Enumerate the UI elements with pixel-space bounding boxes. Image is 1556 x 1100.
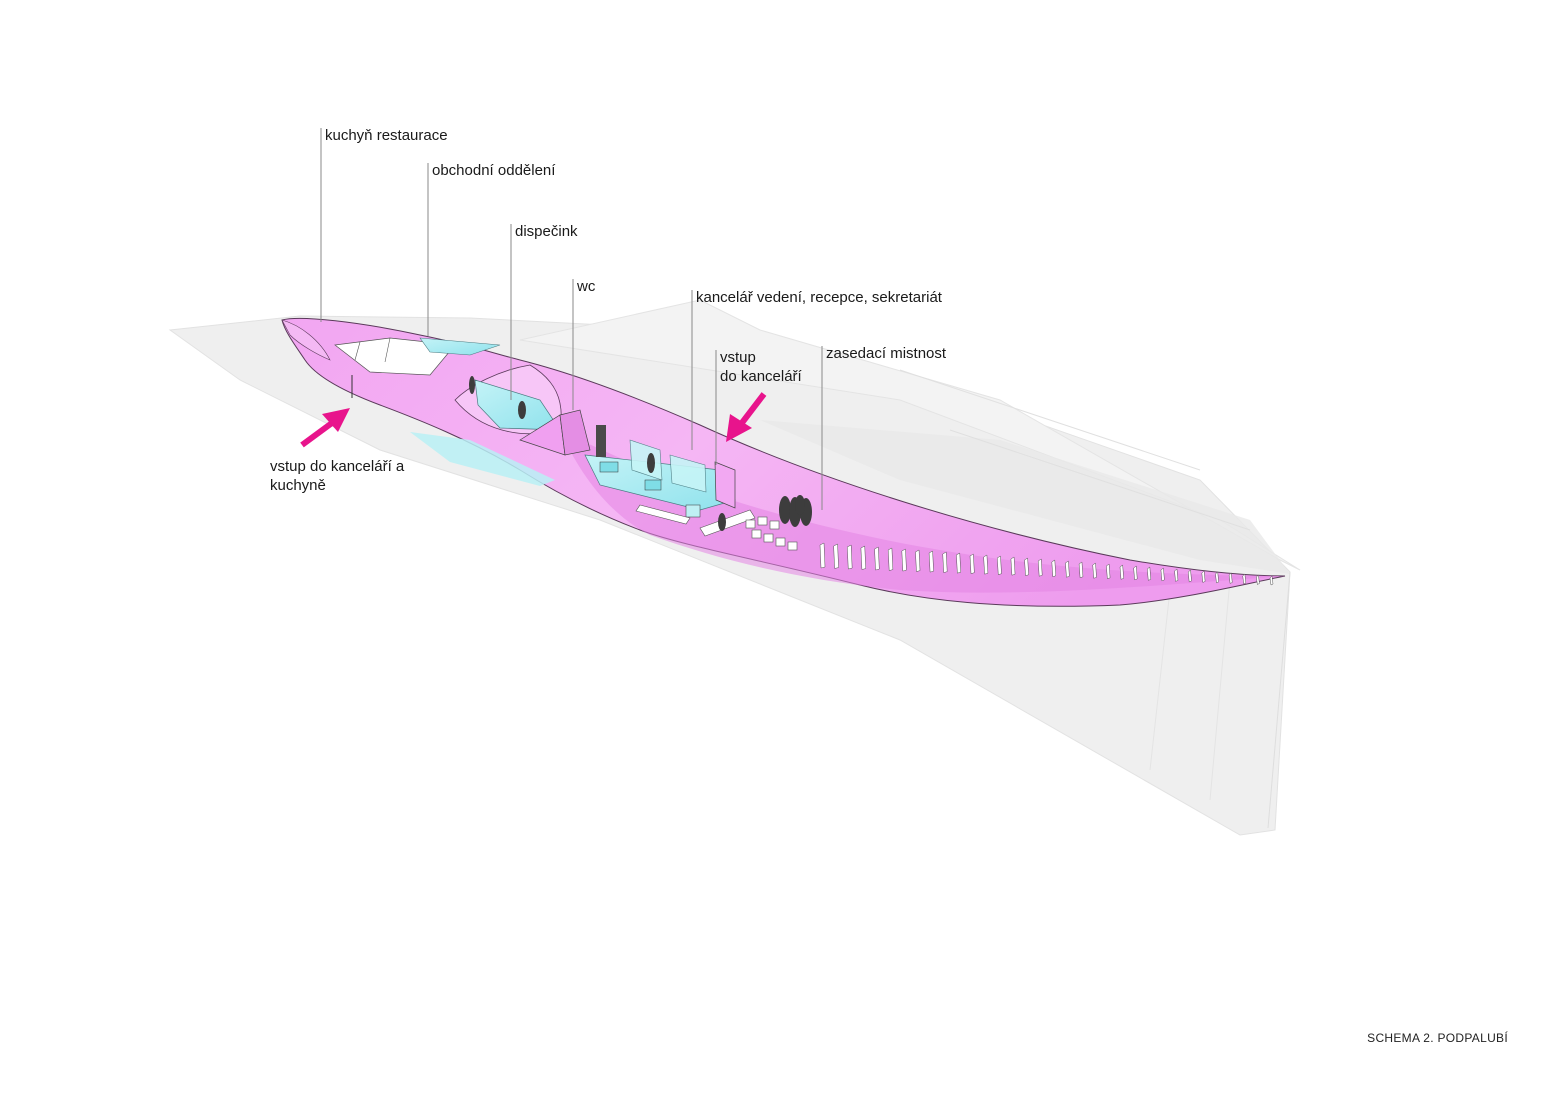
hull-rib (1242, 573, 1247, 585)
hull-rib (969, 553, 975, 574)
arrow-kitchen-entry (300, 408, 350, 448)
hull-rib (887, 547, 894, 571)
hull-ribs (819, 542, 1274, 586)
meeting-chairs (745, 516, 798, 551)
hull-rib (928, 550, 934, 573)
label-management: kancelář vedení, recepce, sekretariát (696, 289, 942, 306)
label-kitchen-entry: vstup do kanceláří a kuchyně (270, 457, 404, 495)
hull-rib (1187, 569, 1192, 583)
schema-caption: SCHEMA 2. PODPALUBÍ (1367, 1031, 1508, 1045)
label-kitchen: kuchyň restaurace (325, 127, 448, 144)
hull-rib (874, 546, 880, 571)
hull-rib (1078, 561, 1084, 579)
hull-rib (1133, 565, 1138, 581)
hull-rib (983, 554, 989, 575)
hull-rib (1147, 566, 1152, 581)
kitchen-rooms (334, 337, 456, 398)
hull-rib (915, 549, 921, 572)
hull-rib (1092, 562, 1097, 579)
furniture (599, 461, 756, 537)
hull-rib (1174, 568, 1179, 582)
hull-rib (1228, 572, 1233, 584)
hull-rib (1065, 560, 1070, 578)
hull-rib (1106, 563, 1111, 580)
label-office-entry: vstup do kanceláří (720, 348, 802, 386)
label-office-entry-line2: do kanceláří (720, 368, 802, 385)
label-meeting-room: zasedací mistnost (826, 345, 947, 362)
hull-rib (901, 548, 907, 572)
hull-rib (1024, 557, 1029, 577)
hull-rib (1010, 556, 1016, 576)
hull-rib (833, 543, 839, 569)
hull-rib (997, 555, 1002, 576)
entrance-arrows (300, 392, 767, 448)
label-dispatch: dispečink (515, 223, 578, 240)
hull-rib (1269, 575, 1274, 586)
label-sales: obchodní oddělení (432, 162, 556, 179)
hull-rib (1037, 558, 1043, 577)
hull-rib (1215, 571, 1219, 584)
label-wc: wc (577, 278, 596, 295)
hull-rib (860, 545, 866, 570)
leader-lines (320, 128, 823, 510)
hull-rib (1119, 564, 1124, 580)
hull-rib (847, 544, 853, 570)
hull-rib (942, 551, 948, 573)
hull-rib (1256, 574, 1260, 585)
label-office-entry-line1: vstup (720, 349, 756, 366)
hull-rib (1160, 567, 1165, 582)
people-silhouettes (469, 376, 812, 531)
label-kitchen-entry-line1: vstup do kanceláří a (270, 458, 405, 475)
label-kitchen-entry-line2: kuchyně (270, 477, 326, 494)
hull-rib (1201, 570, 1206, 583)
arrow-office-entry (726, 392, 767, 442)
hull-rib (819, 542, 826, 569)
hull-rib (1051, 559, 1057, 578)
hull-rib (956, 552, 962, 574)
